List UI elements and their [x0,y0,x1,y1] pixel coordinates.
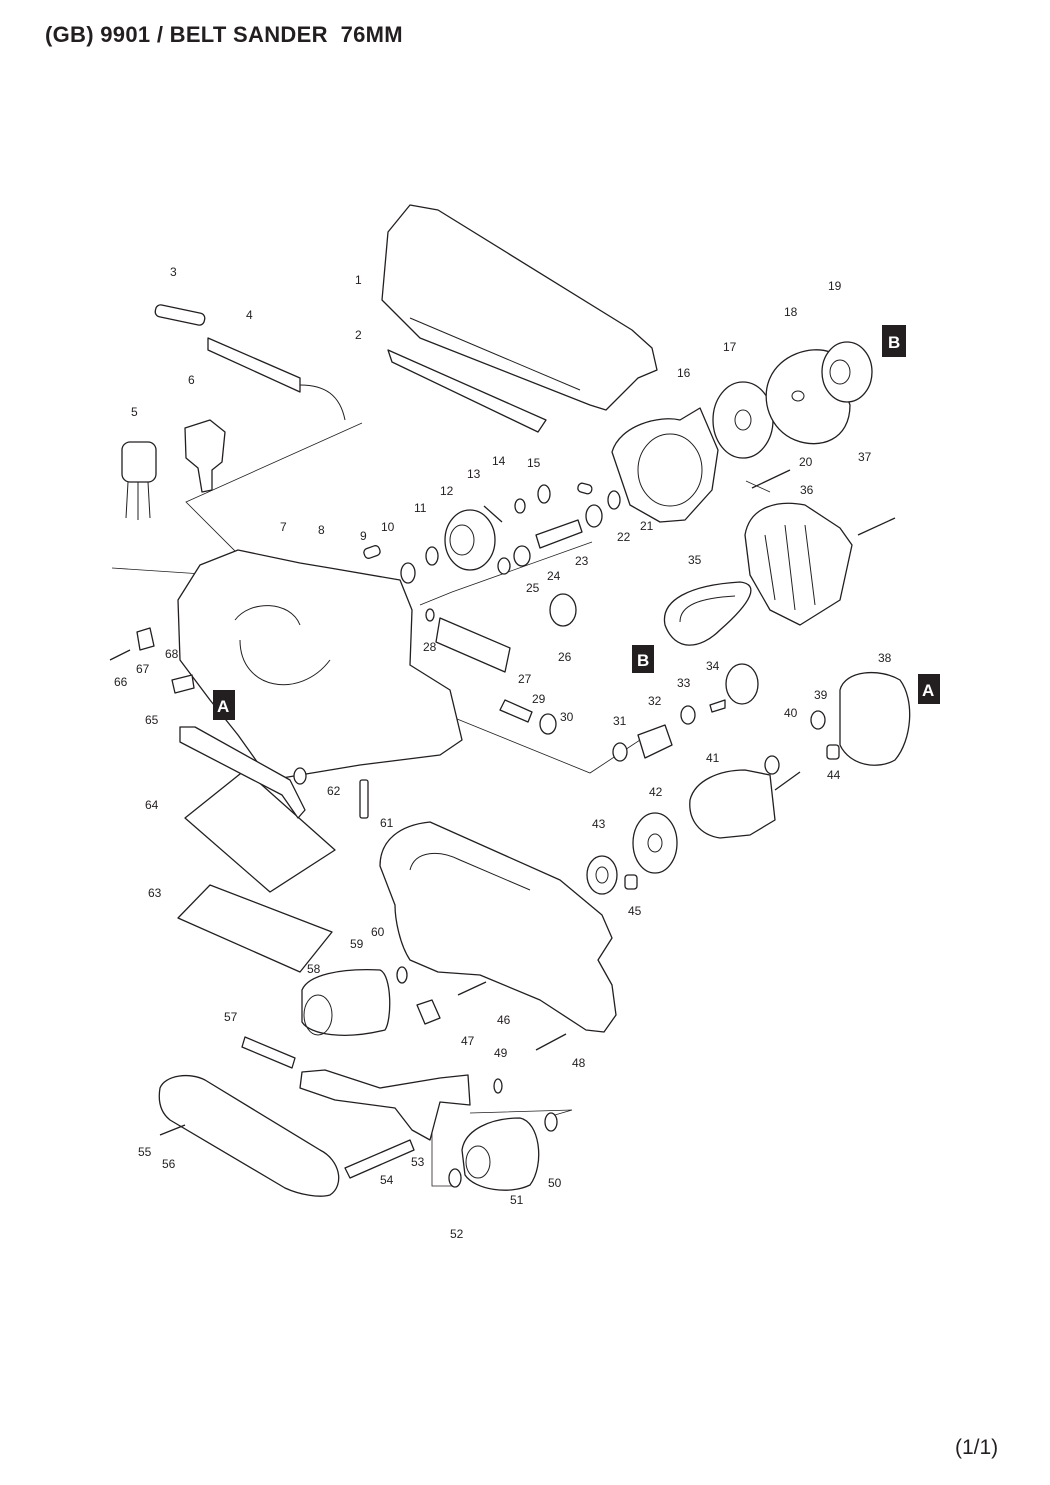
part-number-label: 51 [510,1193,524,1207]
part-number-label: 59 [350,937,364,951]
part-number-label: 7 [280,520,287,534]
part-number-label: 53 [411,1155,425,1169]
part-number-label: 5 [131,405,138,419]
part-number-label: 21 [640,519,654,533]
part-number-label: 35 [688,553,702,567]
part-number-label: 33 [677,676,691,690]
part-number-label: 50 [548,1176,562,1190]
part-number-label: 65 [145,713,159,727]
part-number-label: 23 [575,554,589,568]
part-number-label: 13 [467,467,481,481]
part-number-label: 36 [800,483,814,497]
part-number-label: 55 [138,1145,152,1159]
part-number-label: 6 [188,373,195,387]
part-number-label: 24 [547,569,561,583]
part-number-label: 64 [145,798,159,812]
part-number-label: 28 [423,640,437,654]
part-number-label: 42 [649,785,663,799]
part-number-label: 45 [628,904,642,918]
marker-b-belt: B [632,645,654,673]
part-number-label: 63 [148,886,162,900]
part-number-label: 47 [461,1034,475,1048]
part-number-label: 25 [526,581,540,595]
part-number-label: 15 [527,456,541,470]
part-number-label: 58 [307,962,321,976]
part-number-label: 26 [558,650,572,664]
part-number-label: 34 [706,659,720,673]
part-number-label: 3 [170,265,177,279]
part-number-label: 62 [327,784,341,798]
part-number-label: 29 [532,692,546,706]
parts-artwork [109,204,911,1197]
page-title: (GB) 9901 / BELT SANDER 76MM [45,22,403,47]
part-number-label: 41 [706,751,720,765]
part-number-label: 61 [380,816,394,830]
page-indicator: (1/1) [955,1436,999,1459]
part-number-label: 48 [572,1056,586,1070]
part-number-label: 32 [648,694,662,708]
part-number-label: 43 [592,817,606,831]
part-number-label: 4 [246,308,253,322]
part-number-label: 46 [497,1013,511,1027]
part-number-label: 56 [162,1157,176,1171]
part-number-label: 30 [560,710,574,724]
part-number-label: 44 [827,768,841,782]
part-number-label: 1 [355,273,362,287]
part-number-label: 14 [492,454,506,468]
part-number-label: 17 [723,340,737,354]
part-number-label: 60 [371,925,385,939]
part-number-label: 2 [355,328,362,342]
part-number-label: 12 [440,484,454,498]
marker-label: A [217,697,229,716]
part-number-label: 37 [858,450,872,464]
marker-a-right: A [918,674,940,704]
marker-label: B [637,651,649,670]
marker-label: A [922,681,934,700]
part-number-label: 40 [784,706,798,720]
part-number-label: 49 [494,1046,508,1060]
part-number-label: 10 [381,520,395,534]
part-number-label: 16 [677,366,691,380]
part-number-label: 57 [224,1010,238,1024]
part-number-label: 31 [613,714,627,728]
part-number-label: 52 [450,1227,464,1241]
part-number-label: 22 [617,530,631,544]
part-number-label: 9 [360,529,367,543]
part-number-label: 68 [165,647,179,661]
part-number-label: 19 [828,279,842,293]
marker-label: B [888,333,900,352]
part-number-label: 20 [799,455,813,469]
part-number-label: 54 [380,1173,394,1187]
part-number-label: 38 [878,651,892,665]
part-number-label: 39 [814,688,828,702]
part-number-label: 11 [414,501,427,515]
part-number-label: 67 [136,662,150,676]
part-number-label: 66 [114,675,128,689]
marker-b-top: B [882,325,906,357]
reference-markers: B B A A [213,325,940,720]
part-number-label: 18 [784,305,798,319]
part-number-label: 8 [318,523,325,537]
part-number-labels: 1 2 3 4 5 6 7 8 9 10 11 12 13 14 15 16 1… [114,265,892,1241]
part-number-label: 27 [518,672,532,686]
marker-a-left: A [213,690,235,720]
